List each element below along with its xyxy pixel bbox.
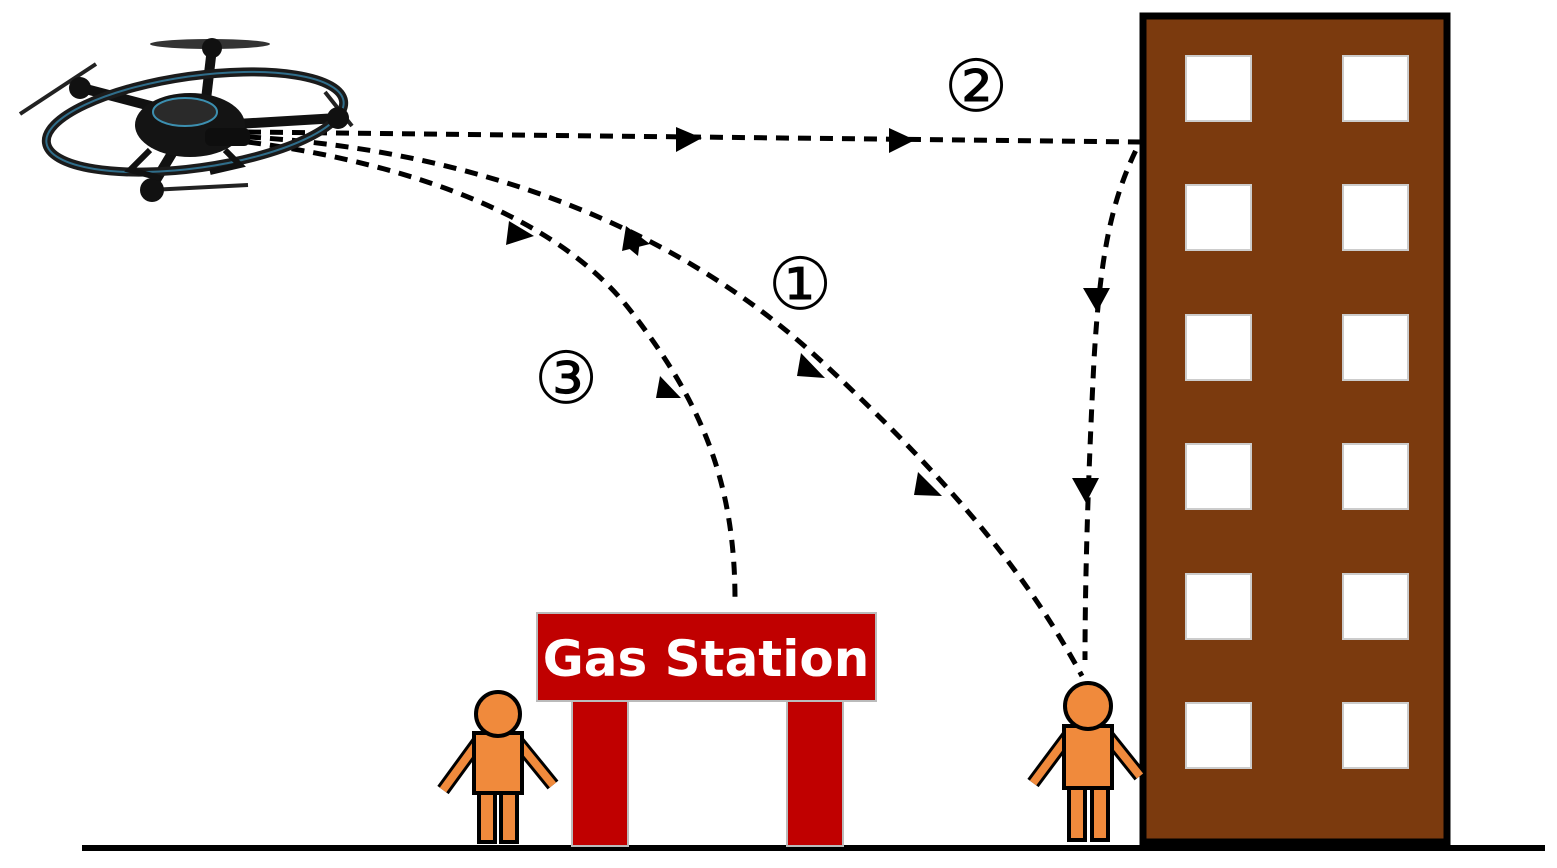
arrow-marker xyxy=(676,127,1110,503)
gas-station-icon: Gas Station xyxy=(536,612,877,847)
building-window xyxy=(1342,184,1409,251)
building-windows xyxy=(1185,55,1409,769)
route-3: ③ xyxy=(247,139,738,601)
building-window xyxy=(1185,184,1252,251)
route-2: ② xyxy=(247,44,1145,661)
building-window xyxy=(1342,443,1409,510)
building-icon xyxy=(1139,12,1451,846)
building-window xyxy=(1185,314,1252,381)
building-window xyxy=(1185,443,1252,510)
building-window xyxy=(1342,573,1409,640)
building-window xyxy=(1342,702,1409,769)
gas-station-sign-label: Gas Station xyxy=(543,630,870,688)
arrow-marker xyxy=(506,221,681,398)
gas-station-pillar-left xyxy=(571,699,629,847)
building-window xyxy=(1342,55,1409,122)
building-window xyxy=(1342,314,1409,381)
route-3-label: ③ xyxy=(534,336,599,420)
building-window xyxy=(1185,55,1252,122)
route-1: ① xyxy=(247,134,1085,678)
gas-station-pillar-right xyxy=(786,699,844,847)
drone-icon xyxy=(18,38,354,202)
route-1-label: ① xyxy=(768,242,833,326)
gas-station-sign xyxy=(536,612,877,702)
person-icon xyxy=(1027,681,1146,842)
building-window xyxy=(1185,702,1252,769)
arrow-marker xyxy=(622,226,942,496)
route-2-label: ② xyxy=(944,44,1009,128)
person-icon xyxy=(437,690,559,844)
building-window xyxy=(1185,573,1252,640)
